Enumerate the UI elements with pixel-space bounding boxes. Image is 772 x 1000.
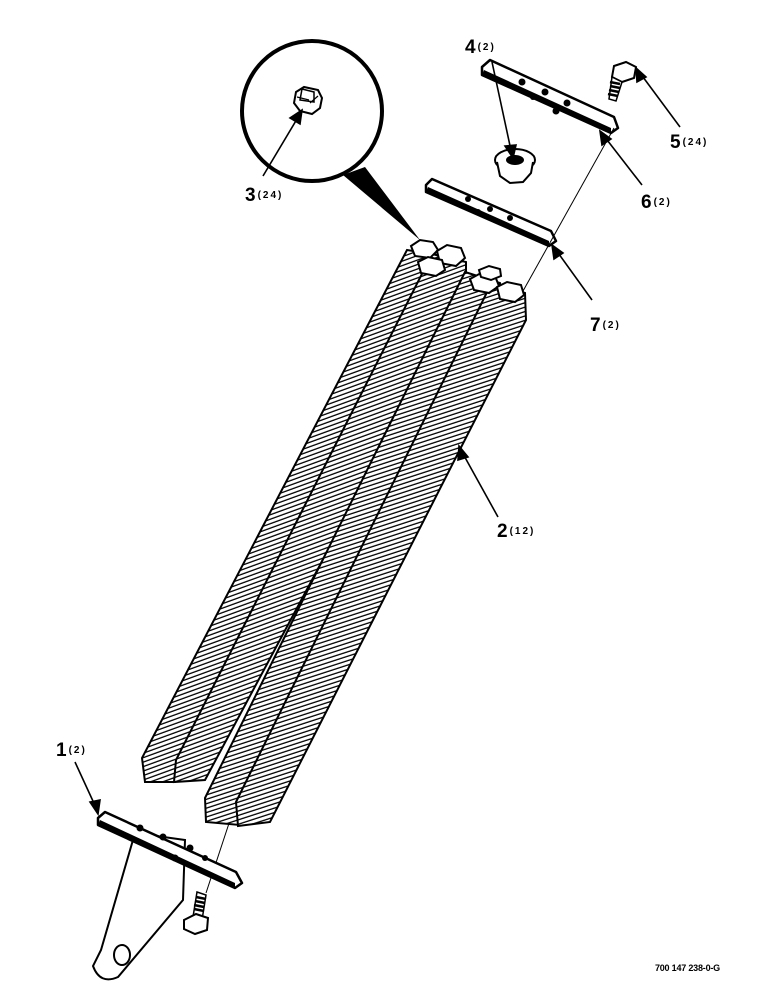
callout-number: 7 [590,315,601,336]
callout-qty: (2) [653,197,672,208]
spring-bundle [140,238,528,828]
top-plate [480,58,620,135]
callout-qty: (2) [68,745,87,756]
spring-caps [409,238,526,304]
top-bolt-icon [607,60,638,102]
callout-2: 2(12) [497,522,535,541]
magnified-nut-icon [292,85,324,116]
callout-6: 6(2) [641,193,672,212]
drawing-id: 700 147 238-0-G [654,963,720,973]
callout-qty: (24) [682,137,709,148]
callout-3: 3(24) [245,186,283,205]
callout-qty: (24) [257,190,284,201]
callout-qty: (12) [509,526,536,537]
bottom-clevis-plate [91,810,244,981]
assembly-axis [517,127,615,301]
callout-7: 7(2) [590,316,621,335]
callout-number: 4 [465,37,476,58]
callout-number: 2 [497,521,508,542]
bottom-bolt-icon [183,891,210,936]
middle-plate [424,177,558,248]
callout-qty: (2) [477,42,496,53]
callout-qty: (2) [602,320,621,331]
spring-column-back-right [172,252,467,784]
callout-5: 5(24) [670,133,708,152]
callout-number: 3 [245,185,256,206]
spring-column-front-right [234,280,528,828]
callout-1: 1(2) [56,741,87,760]
detail-pointer [343,167,420,240]
callout-number: 5 [670,132,681,153]
callout-number: 1 [56,740,67,761]
detail-magnifier [240,39,420,240]
leader-lines [74,61,681,817]
callout-number: 6 [641,192,652,213]
flange-nut-icon [494,148,536,185]
callout-4: 4(2) [465,38,496,57]
